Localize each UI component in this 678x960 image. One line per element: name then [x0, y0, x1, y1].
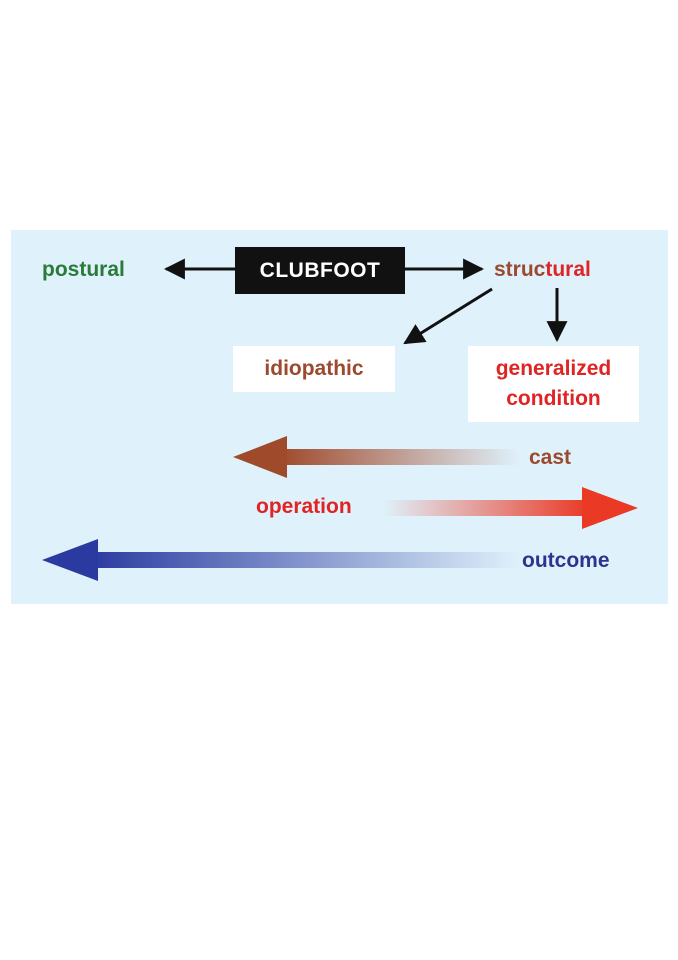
generalized-condition-box: generalized condition	[468, 346, 639, 422]
postural-label: postural	[42, 258, 125, 281]
outcome-label: outcome	[522, 549, 610, 572]
structural-label: structural	[494, 259, 591, 280]
outcome-arrow	[42, 539, 520, 581]
generalized-label-line1: generalized	[495, 356, 612, 380]
cast-label: cast	[529, 446, 572, 469]
cast-arrow	[233, 436, 520, 478]
operation-label: operation	[256, 495, 352, 518]
generalized-label-line2: condition	[506, 387, 601, 410]
structural-label-part2: tural	[545, 258, 591, 281]
operation-arrow	[383, 487, 638, 529]
structural-label-part1: struc	[494, 258, 546, 281]
clubfoot-box: CLUBFOOT	[235, 247, 405, 294]
idiopathic-box: idiopathic	[233, 346, 395, 392]
arrow-to-idiopathic	[403, 287, 493, 345]
idiopathic-label: idiopathic	[264, 357, 364, 380]
clubfoot-label: CLUBFOOT	[259, 258, 381, 282]
